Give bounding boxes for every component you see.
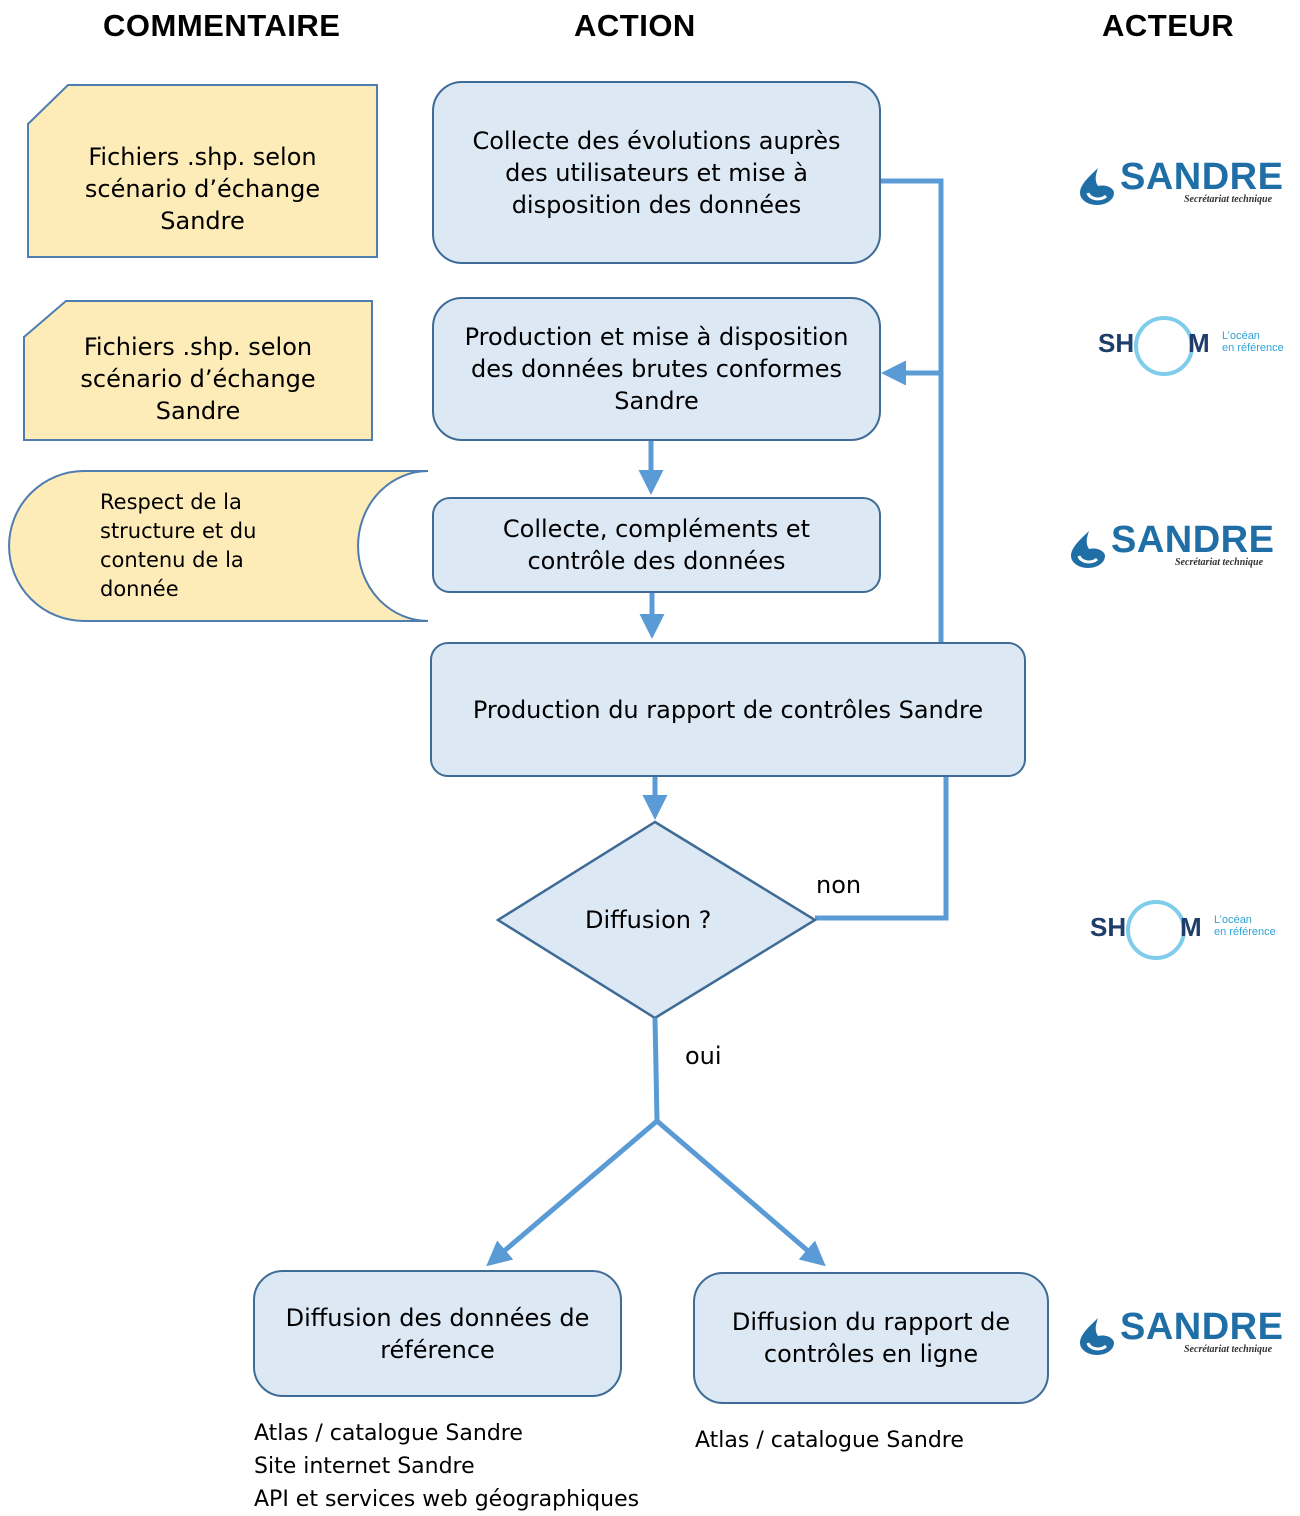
comment-fichiers-1: Fichiers .shp. selon scénario d’échange … — [84, 143, 321, 235]
sandre-logo: SANDRE Secrétariat technique — [1076, 156, 1300, 220]
shom-wordmark-right: M — [1180, 912, 1202, 942]
branch-arrow-referentiel — [486, 1119, 659, 1267]
output-item: Atlas / catalogue Sandre — [254, 1421, 523, 1446]
decision-label: Diffusion ? — [585, 906, 712, 934]
branch-label-oui: oui — [685, 1042, 722, 1070]
action-collecte-controle: Collecte, compléments et contrôle des do… — [432, 497, 881, 593]
sandre-drop-icon — [1071, 531, 1105, 568]
shom-ring-icon — [1134, 316, 1194, 376]
outputs-rapport: Atlas / catalogue Sandre — [695, 1424, 964, 1457]
sandre-wordmark: SANDRE — [1120, 156, 1284, 198]
shom-tagline-line-1: L’océan — [1222, 330, 1260, 342]
sandre-wordmark: SANDRE — [1111, 519, 1275, 561]
action-production-mise-disposition: Production et mise à disposition des don… — [432, 297, 881, 441]
shom-tagline-line-2: en référence — [1214, 926, 1276, 938]
comment-note-1-shape — [27, 84, 378, 258]
comment-note-3-shape — [8, 470, 429, 622]
shom-wordmark-right: M — [1188, 328, 1210, 358]
comment-note-2-shape — [23, 300, 373, 441]
sandre-drop-icon — [1080, 1318, 1114, 1355]
output-item: API et services web géographiques — [254, 1487, 640, 1512]
shom-tagline-line-2: en référence — [1222, 342, 1284, 354]
sandre-tagline: Secrétariat technique — [1175, 557, 1264, 568]
outputs-referentiel: Atlas / catalogue Sandre Site internet S… — [254, 1417, 639, 1516]
sandre-tagline: Secrétariat technique — [1184, 1344, 1273, 1355]
header-acteur: ACTEUR — [1102, 8, 1235, 43]
action-diffusion-referentiel: Diffusion des données de référence — [253, 1270, 622, 1397]
loop-connector-top — [880, 178, 944, 642]
sandre-logo: SANDRE Secrétariat technique — [1076, 1306, 1300, 1370]
shom-ring-icon — [1126, 900, 1186, 960]
loop-connector-non — [815, 777, 949, 921]
action-rapport-controles: Production du rapport de contrôles Sandr… — [430, 642, 1026, 777]
branch-arrow-rapport — [655, 1119, 826, 1267]
comment-respect: Respect de la structure et du contenu de… — [100, 490, 257, 601]
action-collecte-evolutions: Collecte des évolutions auprès des utili… — [432, 81, 881, 264]
action-diffusion-rapport: Diffusion du rapport de contrôles en lig… — [693, 1272, 1049, 1404]
output-item: Site internet Sandre — [254, 1454, 475, 1479]
shom-wordmark-left: SH — [1098, 328, 1135, 358]
header-action: ACTION — [574, 8, 696, 43]
comment-fichiers-2: Fichiers .shp. selon scénario d’échange … — [80, 332, 316, 425]
shom-wordmark-left: SH — [1090, 912, 1127, 942]
sandre-logo: SANDRE Secrétariat technique — [1067, 519, 1297, 583]
sandre-tagline: Secrétariat technique — [1184, 194, 1273, 205]
output-item: Atlas / catalogue Sandre — [695, 1428, 964, 1453]
sandre-drop-icon — [1080, 168, 1114, 205]
branch-oui-stem — [652, 1017, 660, 1122]
sandre-wordmark: SANDRE — [1120, 1306, 1284, 1348]
shom-tagline-line-1: L’océan — [1214, 914, 1252, 926]
header-commentaire: COMMENTAIRE — [103, 8, 341, 43]
branch-label-non: non — [816, 871, 862, 899]
